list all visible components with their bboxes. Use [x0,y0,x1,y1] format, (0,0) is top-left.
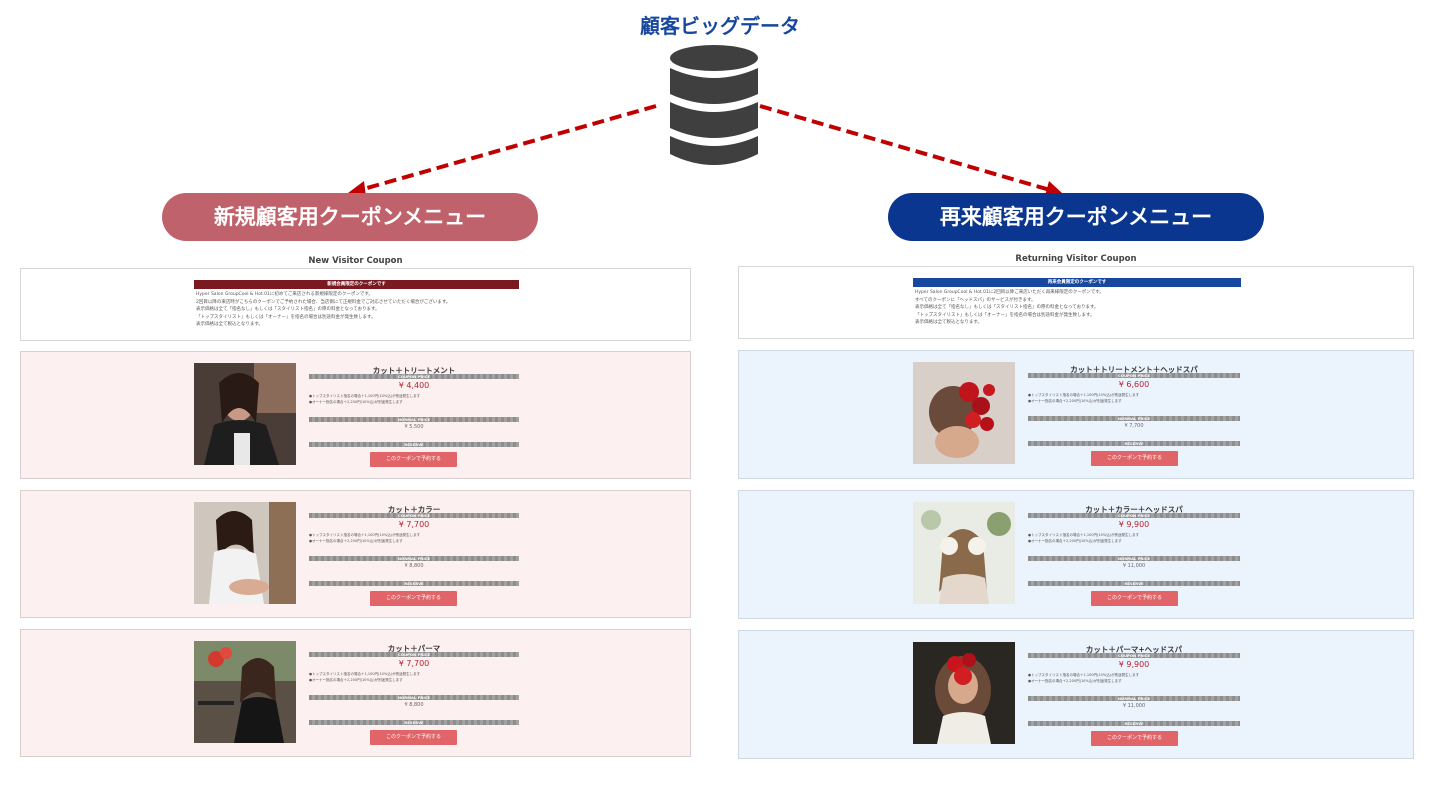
coupon-name: カット＋パーマ+ヘッドスパ [1085,645,1183,654]
reserve-button[interactable]: このクーポンで予約する [1091,591,1178,606]
coupon-price-label: COUPON PRICE [1028,373,1240,378]
coupon-name: カット＋トリートメント＋ヘッドスパ [1070,365,1198,374]
reserve-button[interactable]: このクーポンで予約する [370,452,457,467]
normal-price: ¥ 7,700 [1124,423,1144,429]
coupon-price-label: COUPON PRICE [1028,653,1240,658]
coupon-price-label: COUPON PRICE [1028,513,1240,518]
coupon-name: カット＋トリートメント [372,366,456,375]
coupon-price-label: COUPON PRICE [309,513,519,518]
coupon-card: カット＋カラー COUPON PRICE ¥ 7,700 ●トップスタイリスト指… [20,490,691,618]
coupon-card: カット＋カラー＋ヘッドスパ COUPON PRICE ¥ 9,900 ●トップス… [738,490,1414,619]
coupon-card: カット＋パーマ COUPON PRICE ¥ 7,700 ●トップスタイリスト指… [20,629,691,757]
model-photo [194,363,296,465]
big-data-title: 顧客ビッグデータ [640,14,800,38]
returning-notice-bar: 再来会員限定のクーポンです [913,278,1241,287]
reserve-label: RESERVE [309,442,519,447]
coupon-notes: ●トップスタイリスト指名の場合＋1,100円(10%込)が別途発生します●オーナ… [309,394,421,404]
coupon-card: カット＋トリートメント COUPON PRICE ¥ 4,400 ●トップスタイ… [20,351,691,479]
coupon-price: ¥ 6,600 [1118,380,1150,389]
reserve-label: RESERVE [309,720,519,725]
coupon-price: ¥ 7,700 [398,520,430,529]
model-photo [194,641,296,743]
coupon-notes: ●トップスタイリスト指名の場合＋1,100円(10%込)が別途発生します●オーナ… [309,533,421,543]
coupon-name: カット＋パーマ [387,644,441,653]
coupon-card: カット＋パーマ+ヘッドスパ COUPON PRICE ¥ 9,900 ●トップス… [738,630,1414,759]
reserve-label: RESERVE [1028,441,1240,446]
normal-price-label: NORMAL PRICE [309,417,519,422]
coupon-name: カット＋カラー [387,505,441,514]
model-photo [913,362,1015,464]
returning-notice-box: 再来会員限定のクーポンです Hyper Salon GroupCool & Ho… [738,266,1414,339]
normal-price: ¥ 8,800 [404,702,424,708]
database-icon [670,45,758,165]
coupon-price: ¥ 9,900 [1118,660,1150,669]
coupon-price: ¥ 9,900 [1118,520,1150,529]
reserve-button[interactable]: このクーポンで予約する [1091,731,1178,746]
returning-notice-text: Hyper Salon GroupCool & Hot.01に2回目以降ご来店い… [915,290,1104,325]
new-notice-text: Hyper Salon GroupCool & Hot.01に初めてご来店される… [196,292,451,327]
coupon-notes: ●トップスタイリスト指名の場合＋1,100円(10%込)が別途発生します●オーナ… [309,672,421,682]
returning-panel-title: Returning Visitor Coupon [1015,254,1137,264]
reserve-label: RESERVE [309,581,519,586]
coupon-name: カット＋カラー＋ヘッドスパ [1085,505,1183,514]
normal-price-label: NORMAL PRICE [1028,416,1240,421]
coupon-price-label: COUPON PRICE [309,652,519,657]
model-photo [913,642,1015,744]
normal-price: ¥ 11,000 [1122,703,1146,709]
returning-customer-menu-pill: 再来顧客用クーポンメニュー [888,193,1264,241]
normal-price: ¥ 5,500 [404,424,424,430]
normal-price-label: NORMAL PRICE [309,556,519,561]
coupon-notes: ●トップスタイリスト指名の場合＋1,100円(10%込)が別途発生します●オーナ… [1028,393,1140,403]
model-photo [194,502,296,604]
new-customer-menu-pill: 新規顧客用クーポンメニュー [162,193,538,241]
normal-price: ¥ 11,000 [1122,563,1146,569]
coupon-notes: ●トップスタイリスト指名の場合＋1,100円(10%込)が別途発生します●オーナ… [1028,673,1140,683]
normal-price: ¥ 8,800 [404,563,424,569]
normal-price-label: NORMAL PRICE [1028,696,1240,701]
reserve-label: RESERVE [1028,721,1240,726]
coupon-price: ¥ 7,700 [398,659,430,668]
new-panel-title: New Visitor Coupon [308,256,403,266]
coupon-price: ¥ 4,400 [398,381,430,390]
normal-price-label: NORMAL PRICE [1028,556,1240,561]
normal-price-label: NORMAL PRICE [309,695,519,700]
reserve-label: RESERVE [1028,581,1240,586]
reserve-button[interactable]: このクーポンで予約する [370,591,457,606]
reserve-button[interactable]: このクーポンで予約する [370,730,457,745]
coupon-price-label: COUPON PRICE [309,374,519,379]
coupon-card: カット＋トリートメント＋ヘッドスパ COUPON PRICE ¥ 6,600 ●… [738,350,1414,479]
new-notice-box: 新規会員限定のクーポンです Hyper Salon GroupCool & Ho… [20,268,691,341]
reserve-button[interactable]: このクーポンで予約する [1091,451,1178,466]
coupon-notes: ●トップスタイリスト指名の場合＋1,100円(10%込)が別途発生します●オーナ… [1028,533,1140,543]
new-notice-bar: 新規会員限定のクーポンです [194,280,519,289]
model-photo [913,502,1015,604]
